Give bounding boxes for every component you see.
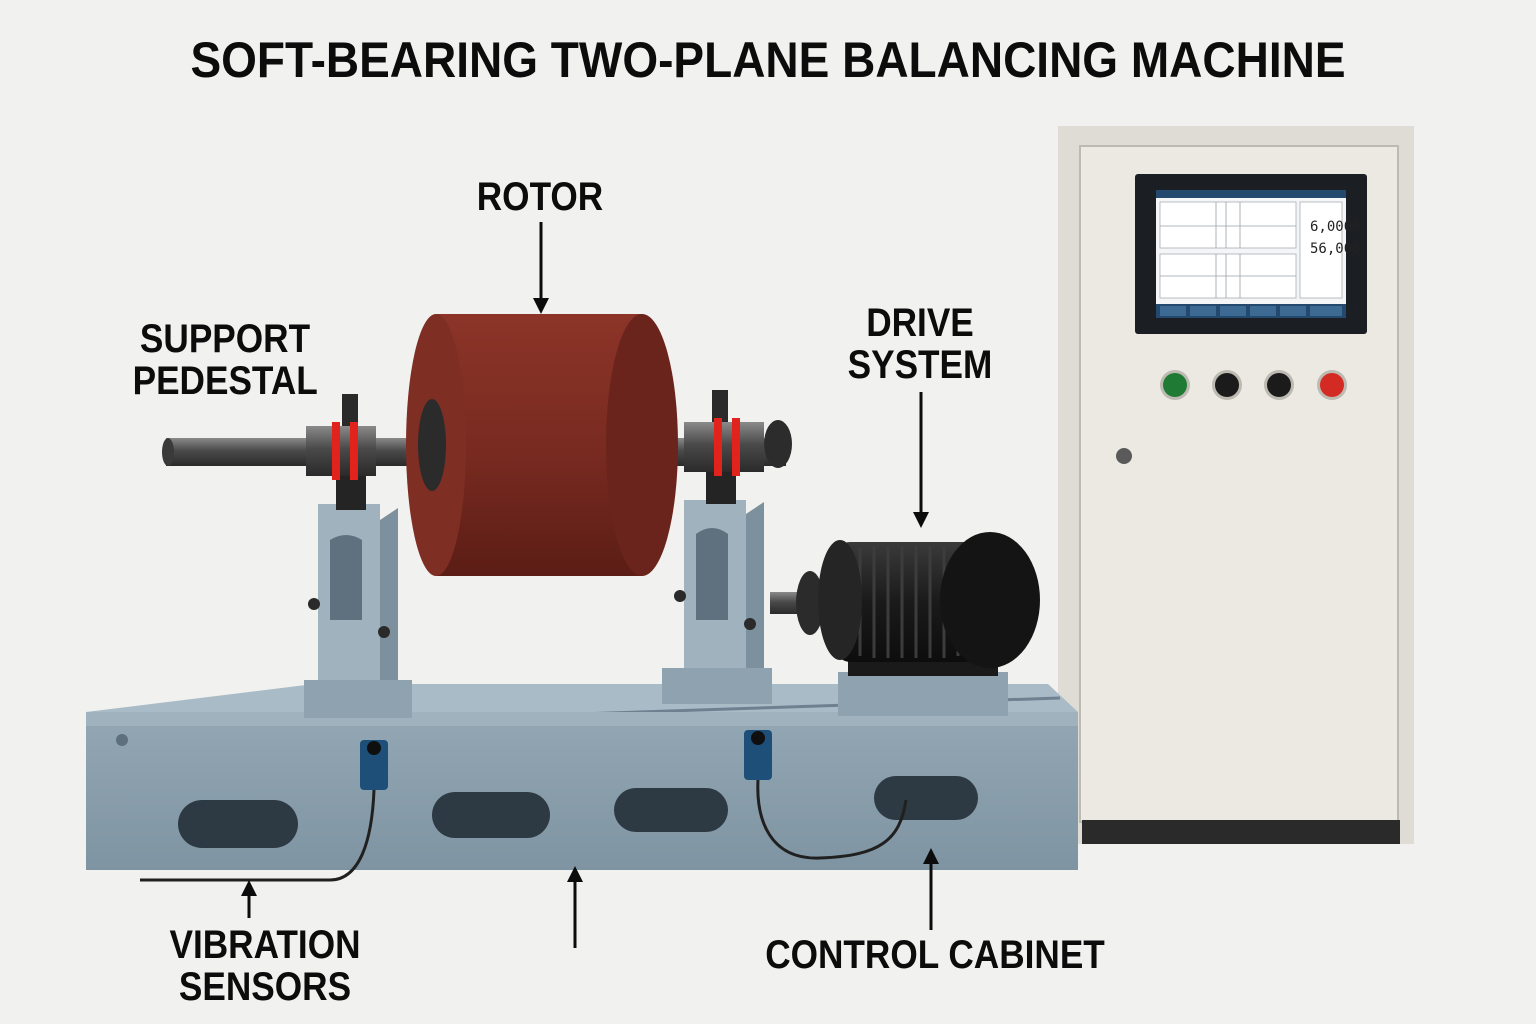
cabinet-plinth (1082, 820, 1400, 844)
drive-motor (770, 532, 1040, 716)
base-bolt-icon (116, 734, 128, 746)
label-support-pedestal: SUPPORT PEDESTAL (132, 317, 318, 403)
black-1-button[interactable] (1215, 373, 1239, 397)
door-lock-icon (1116, 448, 1132, 464)
black-2-button[interactable] (1267, 373, 1291, 397)
screen-header (1156, 190, 1346, 198)
label-drive-system: DRIVE SYSTEM (847, 301, 993, 387)
diagram-title: SOFT-BEARING TWO-PLANE BALANCING MACHINE (190, 32, 1346, 88)
rotor-drum (406, 314, 678, 576)
screen-plot-1 (1159, 201, 1297, 249)
screen-readout-2: 56,000 (1310, 241, 1361, 257)
sensor-cable-left (140, 789, 376, 882)
callout-arrows (241, 222, 939, 948)
bearing-rings (332, 418, 740, 480)
base-slots (178, 776, 978, 848)
control-cabinet: 6,0000 56,000 (1058, 126, 1414, 844)
screen-readout-panel (1299, 201, 1343, 299)
vibration-sensors (140, 730, 908, 882)
sensor-cable-right (756, 779, 908, 860)
motor-front-flange (818, 540, 862, 660)
sensor-left-connector-icon (367, 741, 381, 755)
screen-plot-grid (1160, 202, 1296, 298)
sensor-left (360, 740, 388, 790)
label-control-cabinet: CONTROL CABINET (765, 933, 1105, 977)
screen-softkeys (1160, 306, 1342, 316)
sensor-right-connector-icon (751, 731, 765, 745)
cabinet-button-row (1160, 370, 1347, 400)
motor-end-cap (940, 532, 1040, 668)
sensor-right (744, 730, 772, 780)
motor-mount (838, 672, 1008, 716)
label-rotor: ROTOR (476, 175, 604, 219)
right-pedestal (662, 390, 772, 704)
label-vibration-sensors: VIBRATION SENSORS (169, 923, 361, 1009)
stop-button[interactable] (1320, 373, 1344, 397)
coupling-flange (796, 571, 824, 635)
screen-readout-1: 6,0000 (1310, 219, 1361, 235)
start-button[interactable] (1163, 373, 1187, 397)
